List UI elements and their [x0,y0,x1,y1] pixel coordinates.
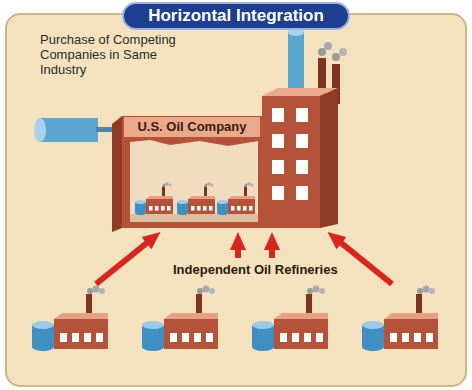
cutaway-interior [130,140,258,222]
window [272,186,284,200]
smoke [332,53,340,61]
window [296,134,308,148]
independent-refinery [362,286,438,352]
acquired-refinery [135,182,173,215]
independent-refinery [252,286,328,352]
window [296,108,308,122]
acquisition-arrow [340,242,392,284]
group-label: Independent Oil Refineries [173,262,338,277]
tower-wall [262,96,320,228]
tower-side [320,88,338,228]
acquisition-arrow [269,248,275,258]
acquisition-arrow [96,242,148,284]
acquired-refinery [177,182,215,215]
smoke [318,48,326,56]
window [296,160,308,174]
subtitle: Purchase of Competing Companies in Same … [40,32,205,77]
storage-tank [40,118,98,142]
acquisition-arrow [235,248,241,258]
title-banner: Horizontal Integration [122,2,350,30]
window [272,108,284,122]
company-building: U.S. Oil Company [124,117,260,137]
interior-floor [130,214,258,222]
smoke [339,48,347,56]
storage-tank-end [34,118,46,142]
pipe [96,127,114,132]
background-panel [6,14,466,386]
independent-refinery [32,286,108,352]
window [296,186,308,200]
acquired-refinery [217,182,255,215]
independent-refinery [142,286,218,352]
company-name: U.S. Oil Company [128,119,256,135]
window [272,160,284,174]
building-wall [122,116,262,228]
window [272,134,284,148]
building-side [112,116,122,232]
smoke [324,42,332,50]
